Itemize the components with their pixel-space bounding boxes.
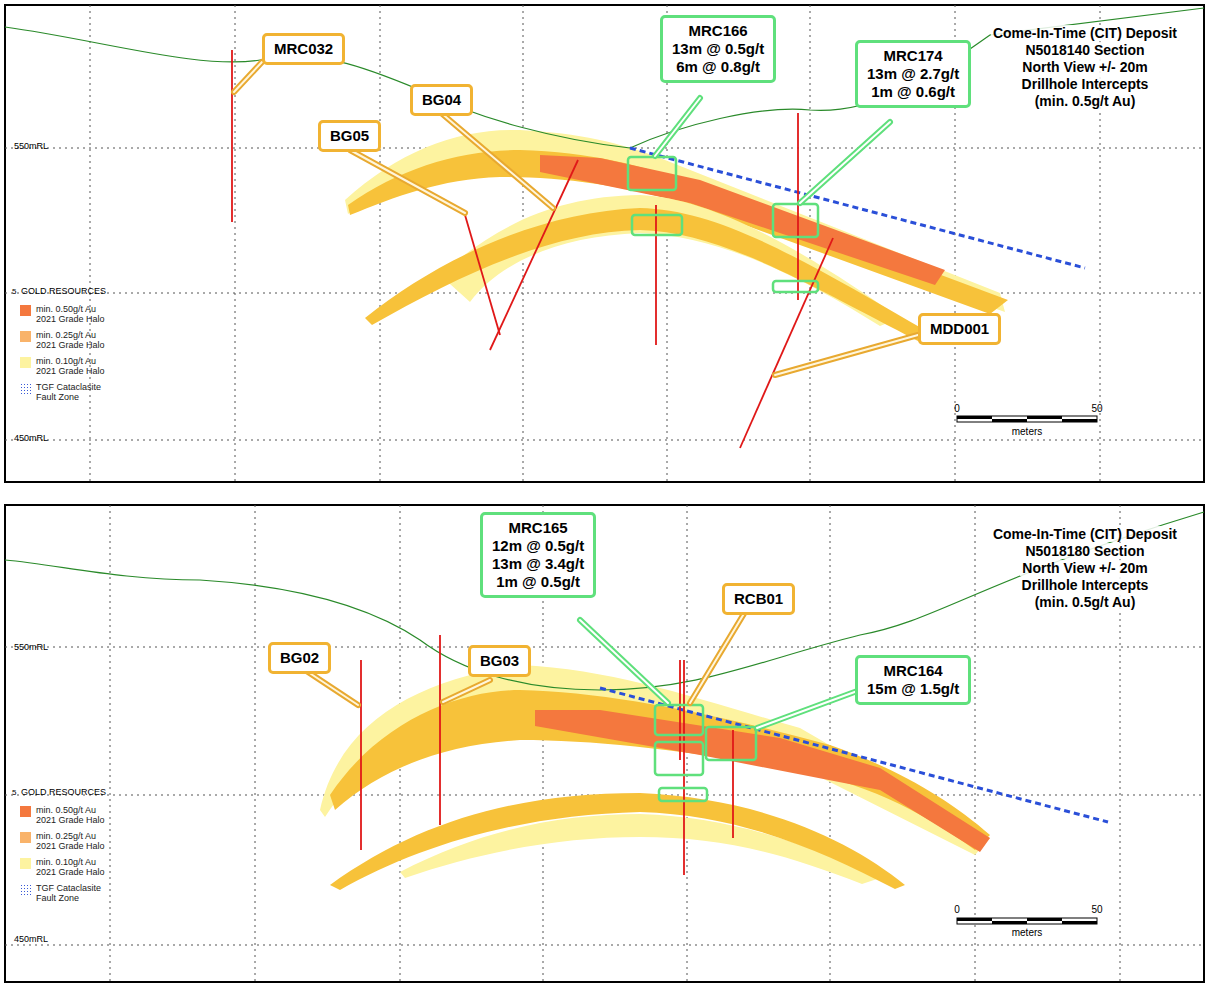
- drillhole-callout: BG02: [268, 642, 331, 674]
- drillhole-callout: BG03: [468, 645, 531, 677]
- legend-text: min. 0.25g/t Au 2021 Grade Halo: [36, 831, 116, 851]
- section-title: (min. 0.5g/t Au): [1033, 93, 1138, 109]
- hole-id: RCB01: [734, 590, 783, 608]
- axis-label: 450mRL: [14, 433, 48, 443]
- legend-swatch: [20, 305, 31, 316]
- scale-label: 0: [954, 904, 960, 915]
- intercept-text: 13m @ 0.5g/t: [672, 40, 764, 58]
- scale-label: meters: [1012, 426, 1043, 437]
- intercept-text: 6m @ 0.8g/t: [672, 58, 764, 76]
- intercept-callout: MRC16415m @ 1.5g/t: [855, 655, 971, 705]
- scale-label: 50: [1091, 904, 1102, 915]
- panel-two: [5, 505, 1204, 982]
- drillhole-callout: RCB01: [722, 583, 795, 615]
- hole-id: BG05: [330, 127, 369, 145]
- section-title: N5018180 Section: [1023, 543, 1146, 559]
- axis-label: GOLD RESOURCES: [21, 787, 106, 797]
- intercept-callout: MRC16613m @ 0.5g/t6m @ 0.8g/t: [660, 15, 776, 83]
- legend-swatch: [20, 357, 31, 368]
- legend-text: min. 0.10g/t Au 2021 Grade Halo: [36, 857, 116, 877]
- section-title: North View +/- 20m: [1020, 560, 1149, 576]
- legend-swatch: [20, 806, 31, 817]
- scale-label: 0: [954, 403, 960, 414]
- drillhole-callout: BG04: [410, 84, 473, 116]
- legend-swatch: [20, 884, 31, 895]
- legend-text: min. 0.50g/t Au 2021 Grade Halo: [36, 805, 116, 825]
- scale-label: 50: [1091, 403, 1102, 414]
- axis-label: 5: [12, 788, 16, 797]
- legend-swatch: [20, 858, 31, 869]
- section-title: Come-In-Time (CIT) Deposit: [991, 526, 1179, 542]
- hole-id: MRC032: [274, 40, 333, 58]
- legend-text: TGF Cataclasite Fault Zone: [36, 883, 116, 903]
- axis-label: 5: [12, 287, 16, 296]
- section-title: North View +/- 20m: [1020, 59, 1149, 75]
- legend-swatch: [20, 383, 31, 394]
- hole-id: MRC166: [672, 22, 764, 40]
- intercept-callout: MRC17413m @ 2.7g/t1m @ 0.6g/t: [855, 40, 971, 108]
- intercept-callout: MRC16512m @ 0.5g/t13m @ 3.4g/t1m @ 0.5g/…: [480, 512, 596, 598]
- section-title: Come-In-Time (CIT) Deposit: [991, 25, 1179, 41]
- hole-id: MRC164: [867, 662, 959, 680]
- legend-text: TGF Cataclasite Fault Zone: [36, 382, 116, 402]
- hole-id: MDD001: [930, 320, 989, 338]
- panel-one: [5, 5, 1204, 482]
- hole-id: BG04: [422, 91, 461, 109]
- intercept-text: 12m @ 0.5g/t: [492, 537, 584, 555]
- intercept-text: 1m @ 0.5g/t: [492, 573, 584, 591]
- scale-label: meters: [1012, 927, 1043, 938]
- intercept-text: 15m @ 1.5g/t: [867, 680, 959, 698]
- drillhole-callout: MDD001: [918, 313, 1001, 345]
- section-title: Drillhole Intercepts: [1020, 76, 1151, 92]
- section-title: N5018140 Section: [1023, 42, 1146, 58]
- section-title: (min. 0.5g/t Au): [1033, 594, 1138, 610]
- legend-text: min. 0.25g/t Au 2021 Grade Halo: [36, 330, 116, 350]
- axis-label: 450mRL: [14, 934, 48, 944]
- hole-id: MRC165: [492, 519, 584, 537]
- hole-id: MRC174: [867, 47, 959, 65]
- hole-id: BG03: [480, 652, 519, 670]
- drillhole-callout: BG05: [318, 120, 381, 152]
- legend-text: min. 0.50g/t Au 2021 Grade Halo: [36, 304, 116, 324]
- legend-swatch: [20, 832, 31, 843]
- legend-text: min. 0.10g/t Au 2021 Grade Halo: [36, 356, 116, 376]
- axis-label: 550mRL: [14, 642, 48, 652]
- legend-swatch: [20, 331, 31, 342]
- intercept-text: 1m @ 0.6g/t: [867, 83, 959, 101]
- intercept-text: 13m @ 3.4g/t: [492, 555, 584, 573]
- hole-id: BG02: [280, 649, 319, 667]
- section-title: Drillhole Intercepts: [1020, 577, 1151, 593]
- axis-label: GOLD RESOURCES: [21, 286, 106, 296]
- axis-label: 550mRL: [14, 141, 48, 151]
- drillhole-callout: MRC032: [262, 33, 345, 65]
- intercept-text: 13m @ 2.7g/t: [867, 65, 959, 83]
